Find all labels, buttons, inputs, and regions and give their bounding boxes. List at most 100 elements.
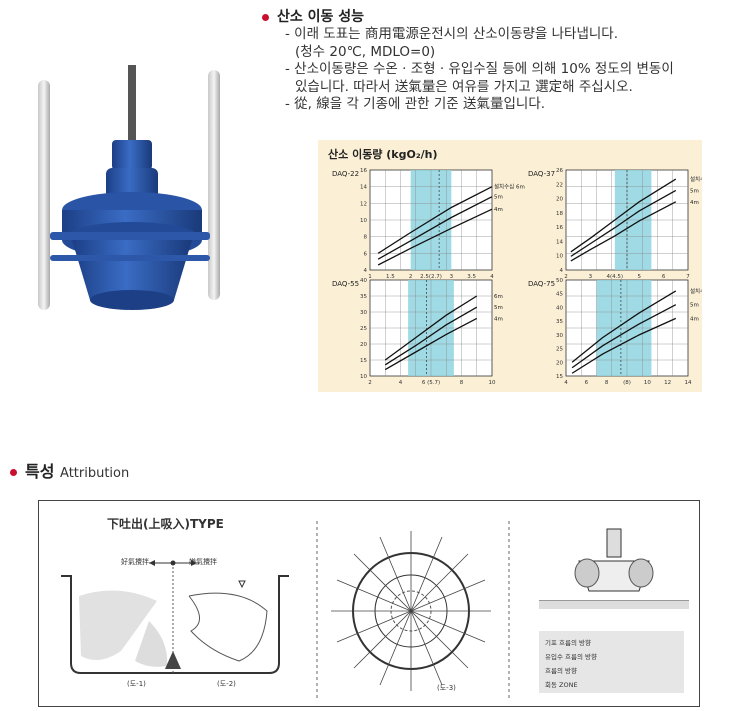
series-line	[377, 208, 493, 266]
series-label: 설치수심 6m	[690, 175, 702, 183]
charts-svg: DAQ-22 4 6 8 10 12 14 16 1 1.5 2 2.5(2.7) 3 3.5 4 설치수심 …	[332, 168, 702, 386]
performance-notes: - 이래 도표는 商用電源운전시의 산소이동량을 나타냅니다. (청수 20℃,…	[285, 26, 725, 114]
y-tick-label: 30	[360, 310, 367, 316]
x-tick-label: 2.5(2.7)	[420, 274, 442, 280]
x-tick-label: 2	[564, 274, 568, 280]
series-line	[384, 295, 478, 361]
note-line: - 從, 線을 각 기종에 관한 기준 送氣量입니다.	[285, 96, 546, 112]
series-line	[571, 317, 677, 374]
oxygen-transfer-chart-panel: 산소 이동량 (kgO₂/h) DAQ-22 4 6 8 10 12 14 16 1 1.5 2 2.…	[318, 140, 702, 392]
y-tick-label: 14	[360, 185, 367, 191]
legend-item: 회동 ZONE	[545, 681, 578, 689]
y-tick-label: 20	[556, 360, 563, 366]
x-tick-label: 10	[644, 380, 651, 386]
y-tick-label: 45	[556, 292, 563, 298]
x-tick-label: 4	[564, 380, 568, 386]
series-line	[571, 290, 677, 363]
attribution-heading: 특성 Attribution	[10, 458, 129, 482]
y-tick-label: 25	[360, 326, 367, 332]
aerobic-label: 好氣攪拌	[121, 558, 149, 566]
performance-heading: 산소 이동 성능	[262, 6, 364, 26]
attribution-heading-text: 특성	[25, 462, 55, 481]
y-tick-label: 15	[556, 374, 563, 380]
legend-item: 기포 흐름의 방향	[545, 639, 591, 647]
legend-item: 흐름의 방향	[545, 667, 577, 675]
series-label: 설치수심 6m	[690, 287, 702, 295]
bullet-dot	[262, 13, 269, 21]
x-tick-label: 6	[662, 274, 666, 280]
x-tick-label: 3	[589, 274, 593, 280]
y-tick-label: 12	[360, 201, 367, 207]
x-tick-label: 8	[460, 380, 464, 386]
x-tick-label: 3.5	[467, 274, 476, 280]
y-tick-label: 18	[556, 211, 563, 217]
y-tick-label: 26	[556, 168, 563, 174]
performance-heading-text: 산소 이동 성능	[277, 9, 365, 25]
x-tick-label: 6 (5.7)	[422, 380, 440, 386]
series-line	[384, 317, 478, 371]
series-line	[571, 304, 677, 369]
y-tick-label: 4	[364, 268, 368, 274]
x-tick-label: 8	[605, 380, 609, 386]
anaerobic-label: 嫌氣攪拌	[189, 558, 217, 566]
note-line: - 산소이동량은 수온 · 조형 · 유입수질 등에 의해 10% 정도의 변동…	[285, 61, 674, 77]
x-tick-label: 1	[368, 274, 372, 280]
y-tick-label: 40	[556, 305, 563, 311]
y-tick-label: 10	[360, 218, 367, 224]
chart-title: DAQ-22	[332, 170, 359, 178]
flow-diagram-box: 下吐出(上吸入)TYPE 好氣攪拌 嫌氣攪拌 (도-1) (도-2) (도-3)	[38, 500, 700, 707]
legend-box: 기포 흐름의 방향 유입수 흐름의 방향 흐름의 방향 회동 ZONE	[539, 631, 684, 693]
series-line	[570, 178, 677, 253]
y-tick-label: 30	[556, 333, 563, 339]
y-tick-label: 8	[364, 235, 368, 241]
note-line: - 이래 도표는 商用電源운전시의 산소이동량을 나타냅니다.	[285, 26, 619, 42]
x-tick-label: 14	[685, 380, 692, 386]
series-label: 5m	[690, 188, 699, 194]
chart-panel-title: 산소 이동량 (kgO₂/h)	[328, 148, 438, 161]
y-tick-label: 20	[360, 342, 367, 348]
chart-title: DAQ-75	[528, 280, 555, 288]
y-tick-label: 35	[556, 319, 563, 325]
y-tick-label: 15	[360, 358, 367, 364]
x-tick-label: 3	[450, 274, 454, 280]
x-tick-label: 4	[490, 274, 494, 280]
series-label: 5m	[494, 305, 503, 311]
series-label: 4m	[690, 316, 699, 322]
x-tick-label: 2	[368, 380, 372, 386]
attribution-subheading: Attribution	[60, 466, 130, 481]
x-tick-label: 2	[409, 274, 413, 280]
x-tick-label: 5	[637, 274, 641, 280]
legend-item: 유입수 흐름의 방향	[545, 653, 597, 661]
x-tick-label: 4	[399, 380, 403, 386]
y-tick-label: 50	[556, 278, 563, 284]
diagram-svg	[61, 521, 689, 701]
series-label: 6m	[494, 294, 503, 300]
y-tick-label: 16	[556, 225, 563, 231]
y-tick-label: 4	[560, 268, 564, 274]
series-line	[570, 189, 677, 257]
x-tick-label: 10	[489, 380, 496, 386]
x-tick-label: 1.5	[386, 274, 395, 280]
series-label: 5m	[494, 195, 503, 201]
fig3-label: (도-3)	[437, 684, 456, 692]
x-tick-label: 7	[686, 274, 690, 280]
fig1-label: (도-1)	[127, 680, 146, 688]
x-tick-label: (8)	[623, 380, 631, 386]
y-tick-label: 35	[360, 294, 367, 300]
x-tick-label: 12	[664, 380, 671, 386]
y-tick-label: 10	[360, 374, 367, 380]
series-label: 5m	[690, 303, 699, 309]
series-label: 4m	[690, 200, 699, 206]
series-label: 설치수심 6m	[494, 183, 525, 191]
x-tick-label: 6	[585, 380, 589, 386]
y-tick-label: 40	[360, 278, 367, 284]
series-label: 4m	[494, 207, 503, 213]
y-tick-label: 6	[364, 251, 368, 257]
y-tick-label: 10	[556, 254, 563, 260]
type-title: 下吐出(上吸入)TYPE	[107, 517, 224, 531]
x-tick-label: 4(4.5)	[607, 274, 624, 280]
series-line	[377, 186, 493, 254]
note-line: 있습니다. 따라서 送氣量은 여유를 가지고 選定해 주십시오.	[295, 78, 633, 95]
series-line	[384, 306, 478, 366]
y-tick-label: 16	[360, 168, 367, 174]
